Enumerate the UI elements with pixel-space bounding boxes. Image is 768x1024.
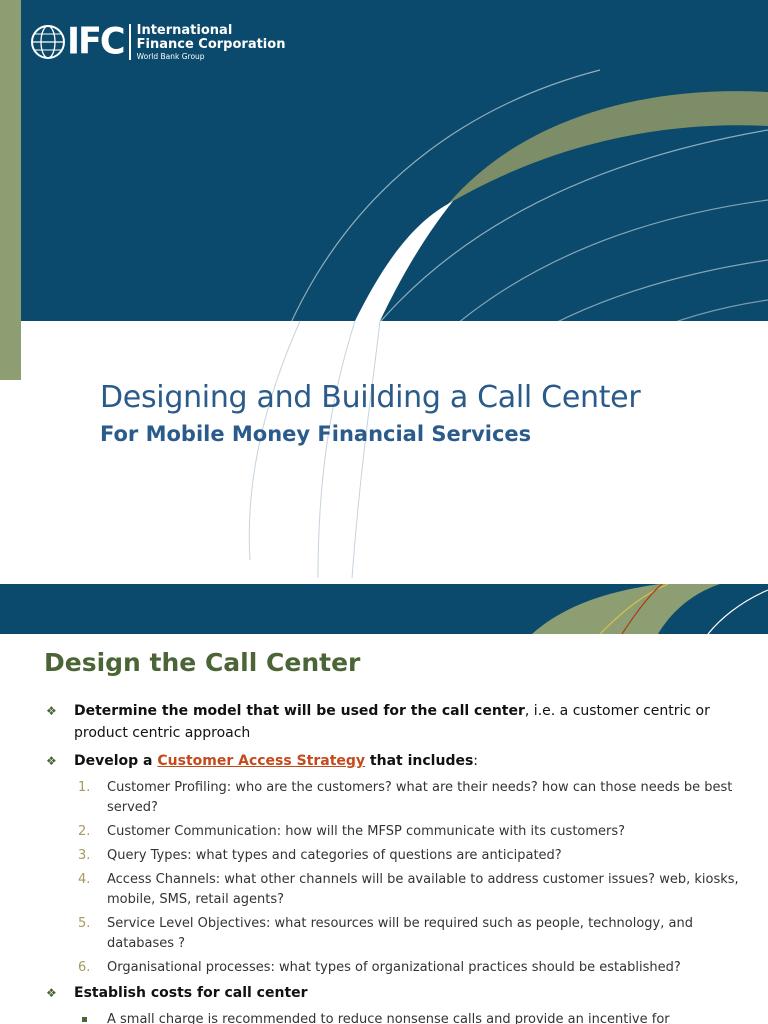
list-item: 6. Organisational processes: what types …	[44, 958, 744, 978]
list-item: 3. Query Types: what types and categorie…	[44, 846, 744, 866]
ifc-logo: IFC International Finance Corporation Wo…	[30, 21, 286, 64]
content-header-band	[0, 584, 768, 634]
diamond-bullet-icon: ❖	[46, 986, 57, 1000]
bullet-costs: ❖ Establish costs for call center	[44, 982, 744, 1004]
logo-line-1: International	[136, 23, 233, 38]
logo-divider	[128, 24, 131, 61]
list-item-text: Customer Communication: how will the MFS…	[107, 824, 626, 839]
bullet-model-rest: , i.e. a customer centric or product cen…	[74, 703, 710, 741]
section-heading: Design the Call Center	[44, 648, 361, 677]
sub-bullet: A small charge is recommended to reduce …	[44, 1010, 744, 1024]
logo-line-3: World Bank Group	[136, 52, 205, 61]
list-item-text: Organisational processes: what types of …	[107, 960, 681, 975]
list-number: 2.	[78, 824, 91, 839]
diamond-bullet-icon: ❖	[46, 754, 57, 768]
slide-subtitle: For Mobile Money Financial Services	[100, 422, 532, 446]
bullet-strategy-suffix: that includes	[365, 753, 474, 769]
logo-line-2: Finance Corporation	[136, 37, 286, 52]
list-item: 5. Service Level Objectives: what resour…	[44, 914, 744, 954]
list-item-text: Service Level Objectives: what resources…	[107, 916, 693, 951]
content-slide: Design the Call Center ❖ Determine the m…	[0, 584, 768, 1024]
list-number: 1.	[78, 780, 91, 795]
sub-bullet-text: A small charge is recommended to reduce …	[107, 1012, 670, 1024]
slide-title: Designing and Building a Call Center	[100, 380, 641, 415]
list-number: 4.	[78, 872, 91, 887]
diamond-bullet-icon: ❖	[46, 704, 57, 718]
logo-text: International Finance Corporation World …	[137, 24, 286, 61]
square-bullet-icon	[82, 1017, 87, 1022]
bullet-model: ❖ Determine the model that will be used …	[44, 700, 744, 744]
list-number: 5.	[78, 916, 91, 931]
title-slide: IFC International Finance Corporation Wo…	[0, 0, 768, 579]
slide-gap	[0, 578, 768, 584]
list-number: 3.	[78, 848, 91, 863]
bullet-strategy-colon: :	[473, 753, 479, 769]
list-item-text: Query Types: what types and categories o…	[107, 848, 562, 863]
side-stripe	[0, 0, 21, 380]
list-item: 1. Customer Profiling: who are the custo…	[44, 778, 744, 818]
customer-access-strategy-link[interactable]: Customer Access Strategy	[157, 753, 366, 769]
bullet-strategy: ❖ Develop a Customer Access Strategy tha…	[44, 750, 744, 772]
bullet-model-bold: Determine the model that will be used fo…	[74, 703, 525, 719]
globe-icon	[31, 25, 65, 60]
list-item-text: Customer Profiling: who are the customer…	[107, 780, 733, 815]
list-item-text: Access Channels: what other channels wil…	[107, 872, 739, 907]
bullet-strategy-prefix: Develop a	[74, 753, 158, 769]
list-item: 2. Customer Communication: how will the …	[44, 822, 744, 842]
logo-mark: IFC	[67, 21, 126, 64]
bullet-costs-text: Establish costs for call center	[74, 985, 308, 1001]
list-item: 4. Access Channels: what other channels …	[44, 870, 744, 910]
bullet-list: ❖ Determine the model that will be used …	[44, 700, 744, 1024]
header-swoosh	[532, 584, 768, 634]
list-number: 6.	[78, 960, 91, 975]
decorative-arcs	[248, 91, 768, 579]
